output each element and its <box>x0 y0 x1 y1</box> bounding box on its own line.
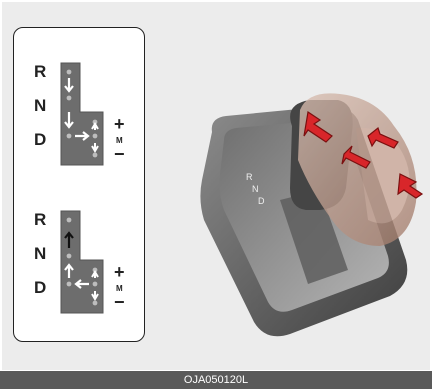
shifter-letter-n: N <box>252 184 259 194</box>
gate-top-label-r: R <box>34 62 46 82</box>
gate-bottom-label-n: N <box>34 244 46 264</box>
gate-bottom-label-r: R <box>34 210 46 230</box>
gate-top-minus: − <box>114 144 125 165</box>
gate-diagram-panel: R N D + M − R N D + M − <box>13 27 145 342</box>
gate-top-plate <box>58 60 108 170</box>
gate-top-label-d: D <box>34 130 46 150</box>
gate-bottom-label-d: D <box>34 278 46 298</box>
gate-top-plus: + <box>114 114 125 135</box>
gate-bottom-plate <box>58 208 108 318</box>
gate-bottom-plus: + <box>114 262 125 283</box>
figure-caption: OJA050120L <box>0 371 432 389</box>
gate-top-label-n: N <box>34 96 46 116</box>
shifter-letter-r: R <box>246 172 253 182</box>
shifter-letter-d: D <box>258 196 265 206</box>
gate-bottom-minus: − <box>114 292 125 313</box>
gear-shifter-illustration: R N D <box>180 70 430 350</box>
